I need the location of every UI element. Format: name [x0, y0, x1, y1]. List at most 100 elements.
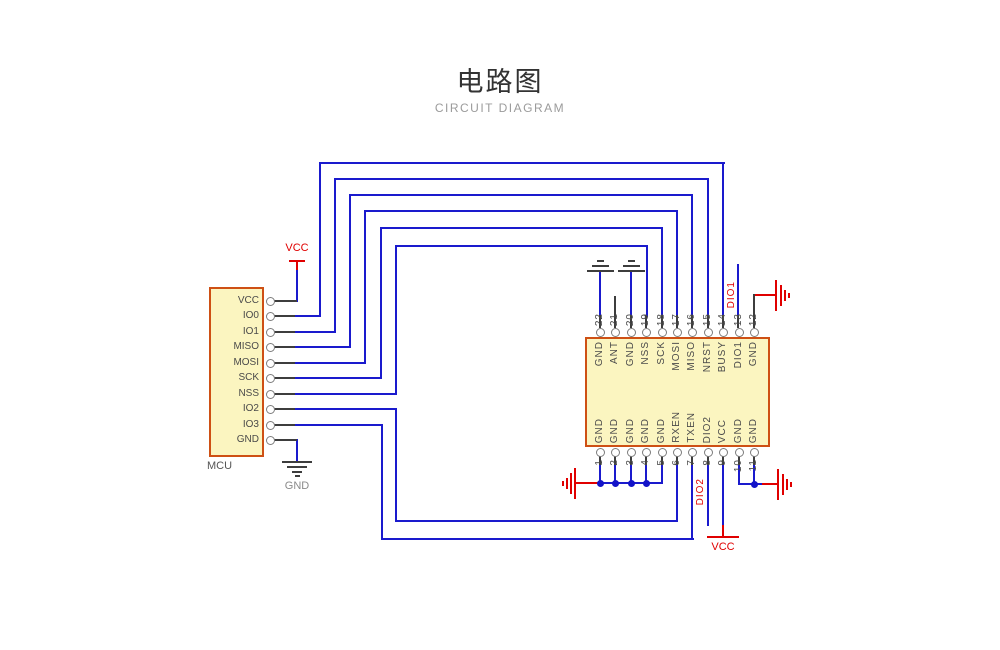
antenna-stub — [614, 296, 616, 328]
gnd-symbol — [566, 478, 568, 489]
junction-dot — [612, 480, 619, 487]
pin-stub — [645, 315, 647, 328]
wire-segment — [380, 227, 382, 379]
wire-segment — [295, 331, 336, 333]
gnd-symbol — [782, 474, 784, 495]
pin-name: NSS — [640, 341, 651, 365]
mcu-pin-label: MISO — [233, 341, 259, 352]
wire-segment — [722, 162, 724, 316]
pin-stub — [599, 315, 601, 328]
pin-stub — [274, 439, 297, 441]
chip-pin-8 — [704, 448, 713, 457]
wire-segment — [599, 270, 601, 316]
mcu-pin-label: IO1 — [242, 326, 259, 337]
wire-segment-dio2 — [707, 464, 709, 526]
wire-segment — [295, 315, 321, 317]
vcc-label: VCC — [285, 242, 309, 254]
gnd-symbol — [287, 466, 307, 468]
pin-number: 18 — [656, 312, 667, 326]
pin-stub — [737, 315, 739, 328]
mcu-pin-io3 — [266, 421, 275, 430]
wire-segment — [599, 464, 601, 484]
wire-segment — [296, 439, 298, 462]
mcu-pin-mosi — [266, 359, 275, 368]
wire-segment — [295, 362, 366, 364]
chip-pin-2 — [611, 448, 620, 457]
wire-segment — [645, 464, 647, 484]
pin-stub — [599, 456, 601, 465]
chip-pin-3 — [627, 448, 636, 457]
gnd-symbol — [777, 469, 779, 500]
vcc-label: VCC — [711, 541, 735, 553]
wire-segment — [295, 377, 382, 379]
wire-segment — [646, 245, 648, 317]
gnd-symbol — [788, 293, 790, 298]
pin-number: 15 — [702, 312, 713, 326]
pin-stub — [661, 315, 663, 328]
chip-pin-7 — [688, 448, 697, 457]
gnd-symbol — [618, 270, 645, 272]
pin-number: 13 — [733, 312, 744, 326]
pin-stub — [722, 315, 724, 328]
gnd-symbol — [790, 482, 792, 487]
pin-number: 21 — [609, 312, 620, 326]
gnd-symbol — [576, 482, 598, 484]
pin-number: 7 — [686, 459, 697, 466]
vcc-symbol — [289, 260, 305, 262]
pin-stub — [691, 315, 693, 328]
pin-number: 17 — [671, 312, 682, 326]
gnd-symbol — [597, 260, 604, 262]
wire-segment — [661, 227, 663, 317]
pin-stub — [661, 456, 663, 465]
pin-number: 11 — [748, 459, 759, 472]
wire-segment — [381, 538, 694, 540]
pin-stub — [274, 377, 295, 379]
mcu-pin-label: IO3 — [242, 419, 259, 430]
chip-pin-10 — [735, 448, 744, 457]
pin-number: 5 — [656, 459, 667, 466]
gnd-symbol — [592, 265, 609, 267]
mcu-pin-io1 — [266, 328, 275, 337]
pin-stub — [630, 315, 632, 328]
chip-pin-13 — [735, 328, 744, 337]
gnd-symbol — [574, 468, 576, 499]
gnd-symbol — [570, 473, 572, 494]
gnd-symbol — [295, 475, 300, 477]
pin-name: SCK — [656, 341, 667, 365]
wire-segment — [349, 194, 351, 348]
pin-stub — [753, 294, 755, 328]
pin-number: 1 — [594, 459, 605, 466]
gnd-symbol — [775, 280, 777, 311]
gnd-symbol — [562, 481, 564, 486]
junction-dot — [628, 480, 635, 487]
wire-segment — [334, 178, 336, 333]
chip-pin-11 — [750, 448, 759, 457]
mcu-pin-label: IO0 — [242, 310, 259, 321]
pin-stub — [753, 456, 755, 465]
pin-number: 8 — [702, 459, 713, 466]
chip-pin-12 — [750, 328, 759, 337]
gnd-symbol — [282, 461, 312, 463]
mcu-pin-label: NSS — [238, 388, 259, 399]
wire-segment — [676, 464, 678, 522]
gnd-symbol — [292, 471, 302, 473]
chip-pin-15 — [704, 328, 713, 337]
wire-segment — [295, 424, 383, 426]
chip-pin-6 — [673, 448, 682, 457]
wire-segment — [334, 178, 709, 180]
gnd-symbol — [786, 479, 788, 490]
gnd-symbol — [762, 483, 778, 485]
rf-module-box — [585, 337, 770, 447]
mcu-pin-vcc — [266, 297, 275, 306]
chip-pin-9 — [719, 448, 728, 457]
pin-name: RXEN — [671, 411, 682, 443]
wire-segment-dio1 — [737, 264, 739, 316]
pin-name: GND — [748, 417, 759, 443]
pin-name: GND — [733, 417, 744, 443]
chip-pin-14 — [719, 328, 728, 337]
gnd-symbol — [784, 290, 786, 301]
chip-pin-19 — [642, 328, 651, 337]
junction-dot — [597, 480, 604, 487]
pin-stub — [274, 408, 295, 410]
